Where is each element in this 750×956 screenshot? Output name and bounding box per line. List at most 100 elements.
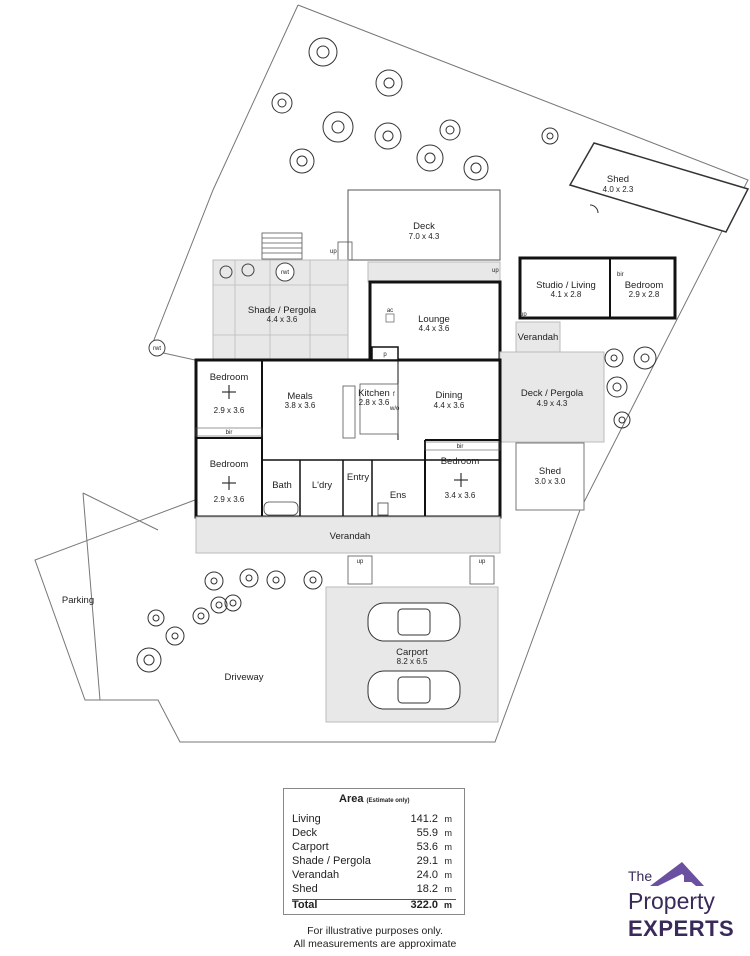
tree-icon bbox=[439, 119, 461, 141]
tree-icon bbox=[239, 568, 259, 588]
area-total-row: Total 322.0 m bbox=[292, 899, 452, 911]
tree-icon bbox=[210, 596, 228, 614]
tree-icon bbox=[541, 127, 559, 145]
svg-text:ac: ac bbox=[387, 308, 393, 314]
shed-top-dims: 4.0 x 2.3 bbox=[603, 185, 634, 194]
ceiling-fan-icon bbox=[454, 473, 468, 487]
deck-pergola: Deck / Pergola 4.9 x 4.3 bbox=[499, 351, 605, 443]
verandah-name: Verandah bbox=[330, 531, 371, 542]
shed-top: Shed 4.0 x 2.3 bbox=[568, 142, 750, 233]
tree-icon bbox=[308, 37, 338, 67]
tree-icon bbox=[322, 111, 354, 143]
bedroom-2-name: Bedroom bbox=[210, 459, 249, 470]
studio: Studio / Living 4.1 x 2.8 Bedroom 2.9 x … bbox=[518, 256, 677, 320]
bedroom-1-name: Bedroom bbox=[210, 372, 249, 383]
kitchen-dims: 2.8 x 3.6 bbox=[359, 398, 390, 407]
bedroom-3-dims: 3.4 x 3.6 bbox=[445, 491, 476, 500]
svg-text:up: up bbox=[357, 559, 364, 565]
deck-pergola-name: Deck / Pergola bbox=[521, 388, 584, 399]
shed-right-dims: 3.0 x 3.0 bbox=[535, 477, 566, 486]
dining-dims: 4.4 x 3.6 bbox=[434, 401, 465, 410]
svg-text:bir: bir bbox=[617, 272, 624, 278]
dining-name: Dining bbox=[436, 390, 463, 401]
svg-text:rwt: rwt bbox=[153, 346, 161, 352]
tree-icon bbox=[136, 647, 162, 673]
verandah: Verandah up up bbox=[195, 516, 501, 585]
ceiling-fan-icon bbox=[222, 385, 236, 399]
shade-pergola-dims: 4.4 x 3.6 bbox=[267, 315, 298, 324]
tree-icon bbox=[147, 609, 165, 627]
studio-dims: 4.1 x 2.8 bbox=[551, 290, 582, 299]
house-roof-icon bbox=[650, 862, 704, 886]
tree-icon bbox=[633, 346, 657, 370]
area-title: Area (Estimate only) bbox=[339, 793, 410, 805]
carport-name: Carport bbox=[396, 647, 428, 658]
ldry-name: L'dry bbox=[312, 480, 333, 491]
house: p Bedroom 2.9 x 3.6 bir Meals 3.8 x 3.6 … bbox=[194, 346, 502, 519]
carport: Carport 8.2 x 6.5 bbox=[325, 586, 499, 723]
svg-text:bir: bir bbox=[457, 444, 464, 450]
deck-dims: 7.0 x 4.3 bbox=[409, 232, 440, 241]
ens-name: Ens bbox=[390, 490, 407, 501]
deck-pergola-dims: 4.9 x 4.3 bbox=[537, 399, 568, 408]
shed-top-name: Shed bbox=[607, 174, 629, 185]
svg-text:p: p bbox=[383, 352, 387, 358]
tree-icon bbox=[375, 69, 403, 97]
tree-icon bbox=[204, 571, 224, 591]
carport-dims: 8.2 x 6.5 bbox=[397, 657, 428, 666]
svg-text:up: up bbox=[492, 268, 499, 274]
car-icon bbox=[367, 670, 461, 710]
entry-name: Entry bbox=[347, 472, 369, 483]
tree-icon bbox=[271, 92, 293, 114]
tree-icon bbox=[606, 376, 628, 398]
shed-right-name: Shed bbox=[539, 466, 561, 477]
svg-text:bir: bir bbox=[226, 430, 233, 436]
deck: Deck 7.0 x 4.3 up bbox=[330, 189, 501, 261]
lounge-dims: 4.4 x 3.6 bbox=[419, 324, 450, 333]
deck-name: Deck bbox=[413, 221, 435, 232]
tree-icon bbox=[192, 607, 210, 625]
tree-icon bbox=[224, 594, 242, 612]
tree-icon bbox=[613, 411, 631, 429]
lounge: up Lounge 4.4 x 3.6 ac bbox=[367, 261, 502, 362]
steps bbox=[261, 232, 303, 260]
bedroom-1-dims: 2.9 x 3.6 bbox=[214, 406, 245, 415]
tree-icon bbox=[374, 122, 402, 150]
svg-text:up: up bbox=[520, 312, 527, 318]
shade-pergola-name: Shade / Pergola bbox=[248, 305, 317, 316]
tree-icon bbox=[289, 148, 315, 174]
driveway-name: Driveway bbox=[224, 672, 263, 683]
tree-icon bbox=[303, 570, 323, 590]
car-icon bbox=[367, 602, 461, 642]
meals-dims: 3.8 x 3.6 bbox=[285, 401, 316, 410]
svg-text:up: up bbox=[479, 559, 486, 565]
tree-icon bbox=[463, 155, 489, 181]
parking-boundary bbox=[82, 492, 159, 531]
bedroom-2-dims: 2.9 x 3.6 bbox=[214, 495, 245, 504]
tree-icon bbox=[266, 570, 286, 590]
area-divider bbox=[292, 899, 456, 900]
trees bbox=[136, 37, 657, 673]
verandah-small: Verandah bbox=[515, 321, 561, 353]
shed-right: Shed 3.0 x 3.0 bbox=[515, 442, 585, 511]
lounge-name: Lounge bbox=[418, 314, 450, 325]
tree-icon bbox=[416, 144, 444, 172]
svg-text:f: f bbox=[393, 392, 395, 398]
verandah-small-name: Verandah bbox=[518, 332, 559, 343]
svg-text:up: up bbox=[330, 249, 337, 255]
studio-bedroom-dims: 2.9 x 2.8 bbox=[629, 290, 660, 299]
meals-name: Meals bbox=[287, 391, 313, 402]
tree-icon bbox=[165, 626, 185, 646]
studio-bedroom-name: Bedroom bbox=[625, 280, 664, 291]
ceiling-fan-icon bbox=[222, 476, 236, 490]
bedroom-3-name: Bedroom bbox=[441, 456, 480, 467]
shade-pergola: Shade / Pergola 4.4 x 3.6 rwt rwt bbox=[148, 259, 349, 361]
